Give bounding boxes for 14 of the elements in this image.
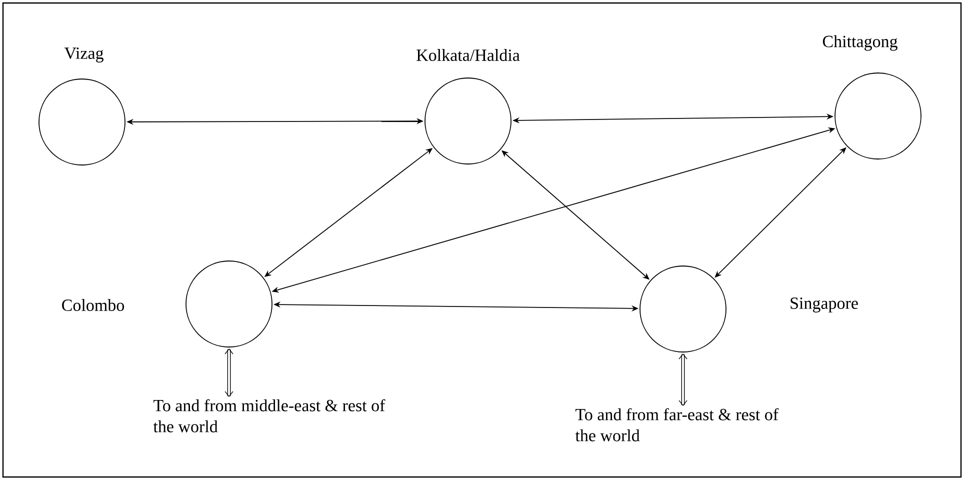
port-circle bbox=[186, 260, 272, 348]
port-name: Chittagong bbox=[822, 35, 898, 51]
arrow bbox=[224, 348, 234, 397]
arrow bbox=[678, 353, 688, 406]
route-note: To and from middle-east & rest of the world bbox=[153, 399, 386, 432]
port-name: Singapore bbox=[790, 298, 858, 312]
port-name: Colombo bbox=[62, 299, 124, 311]
port-circle bbox=[38, 78, 126, 166]
port-circle bbox=[424, 78, 512, 164]
port-circle bbox=[834, 72, 922, 160]
port-circle bbox=[640, 266, 726, 352]
port-name: Vizag bbox=[64, 48, 104, 62]
route-note: To and from far-east & rest of the world bbox=[575, 408, 779, 442]
port-name: Kolkata/Haldia bbox=[416, 49, 520, 61]
